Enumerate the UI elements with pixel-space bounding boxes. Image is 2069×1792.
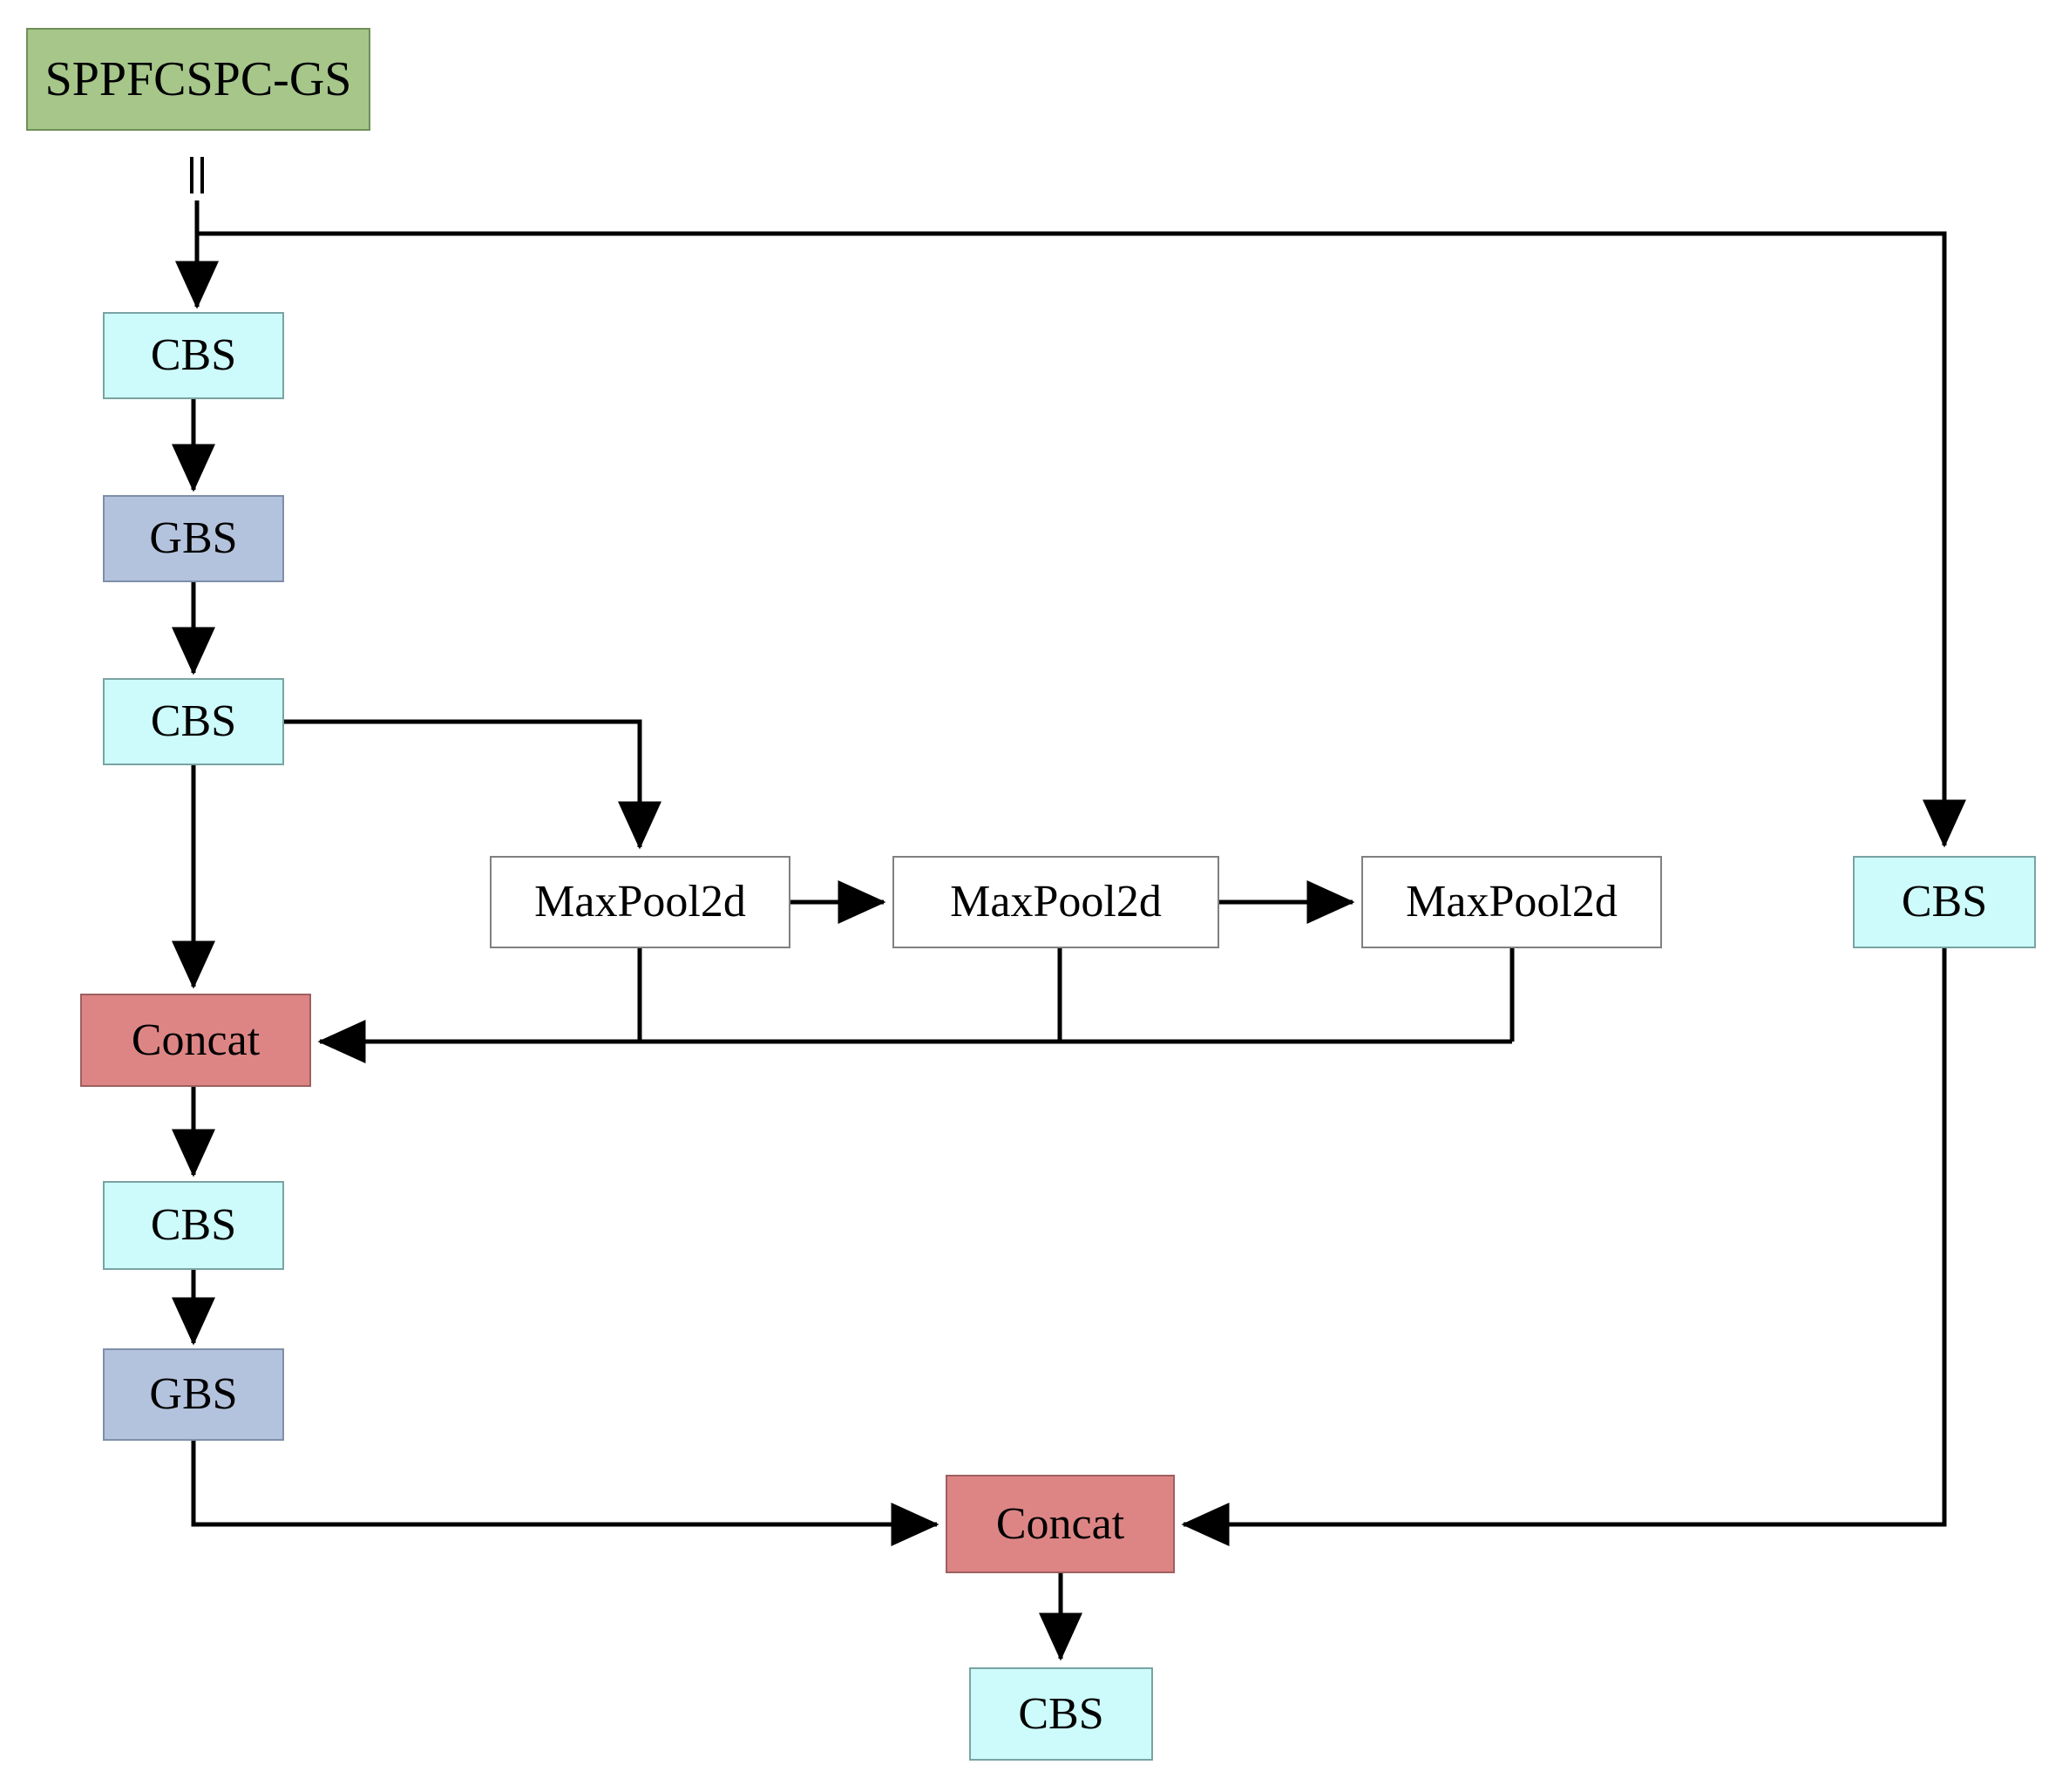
node-label: CBS [150, 696, 237, 746]
edge-title-to-right-cbs [197, 231, 1966, 848]
node-cbs-3: CBS [103, 1181, 284, 1270]
node-gbs-2: GBS [103, 1348, 284, 1441]
node-label: Concat [995, 1498, 1125, 1549]
node-cbs-right: CBS [1853, 856, 2036, 948]
node-label: GBS [149, 1369, 238, 1419]
node-title-sppfcspc-gs: SPPFCSPC-GS [26, 28, 370, 131]
edge-cbs2-mp1 [284, 719, 661, 850]
node-label: MaxPool2d [1406, 877, 1618, 927]
edge-right-cbs-concat2 [1181, 948, 1947, 1546]
node-cbs-4: CBS [969, 1667, 1153, 1761]
node-maxpool2d-2: MaxPool2d [892, 856, 1219, 948]
node-label: Concat [131, 1015, 261, 1065]
node-gbs-1: GBS [103, 495, 284, 582]
node-label: SPPFCSPC-GS [44, 52, 352, 106]
node-label: CBS [150, 330, 237, 380]
node-cbs-2: CBS [103, 678, 284, 765]
node-label: CBS [1901, 877, 1988, 927]
node-concat-2: Concat [946, 1475, 1175, 1573]
node-maxpool2d-3: MaxPool2d [1361, 856, 1662, 948]
node-cbs-1: CBS [103, 312, 284, 399]
edge-gbs2-concat2 [191, 1441, 940, 1546]
node-label: MaxPool2d [534, 877, 746, 927]
node-concat-1: Concat [80, 994, 311, 1087]
node-maxpool2d-1: MaxPool2d [490, 856, 790, 948]
node-label: CBS [150, 1200, 237, 1250]
node-label: GBS [149, 513, 238, 563]
node-label: CBS [1018, 1688, 1104, 1739]
node-label: MaxPool2d [950, 877, 1162, 927]
